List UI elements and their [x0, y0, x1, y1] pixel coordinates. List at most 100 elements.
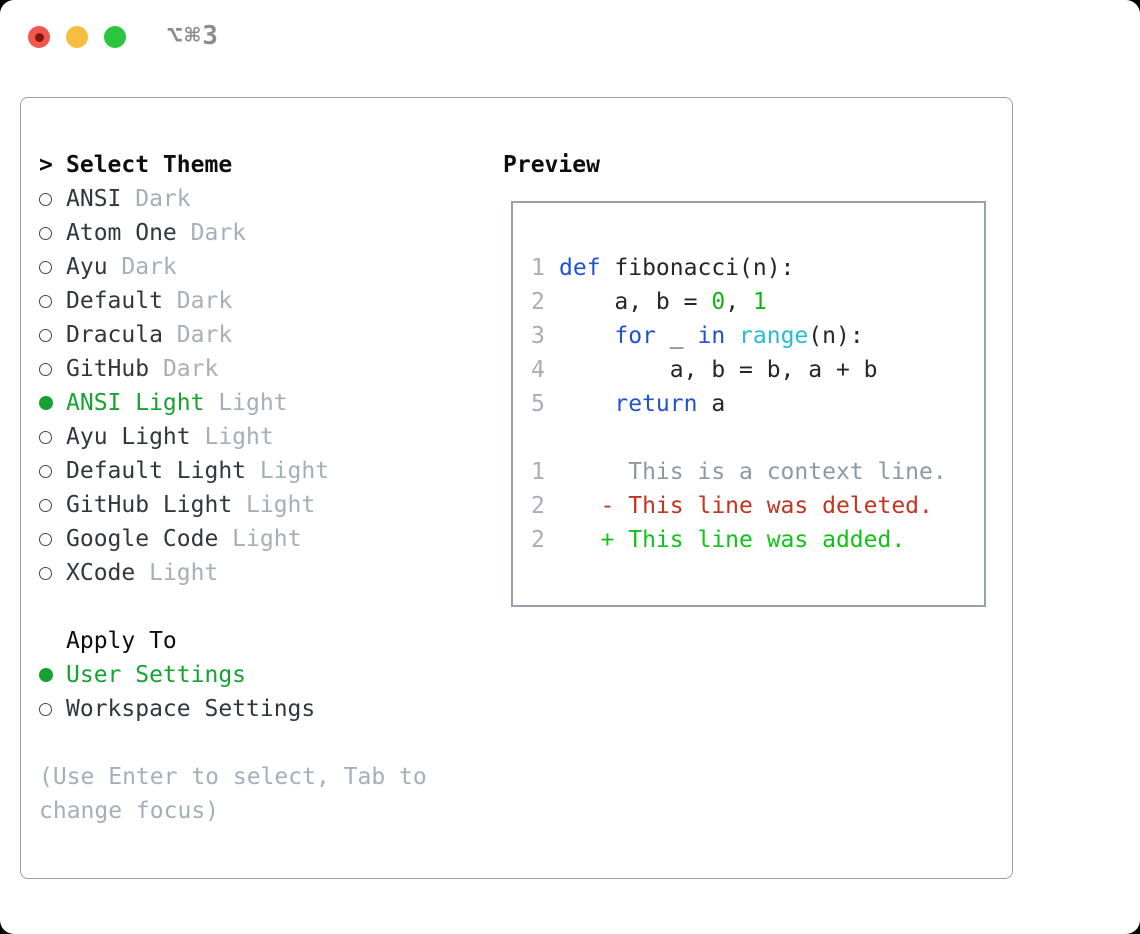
line-number: 5: [531, 391, 545, 417]
radio-selected-icon: [39, 668, 53, 682]
theme-name: Dracula: [66, 322, 163, 348]
code-segment: [559, 391, 614, 417]
diff-line: 2 + This line was added.: [531, 523, 984, 557]
apply-to-header: Apply To: [39, 624, 427, 658]
theme-option-ayu[interactable]: Ayu Dark: [39, 250, 427, 284]
apply-option-label: Workspace Settings: [66, 696, 316, 722]
line-number: 2: [531, 527, 545, 553]
preview-column-header: Preview: [503, 148, 600, 182]
apply-to-title: Apply To: [66, 628, 177, 654]
theme-variant-tag: Light: [218, 526, 302, 552]
line-number: 4: [531, 357, 545, 383]
code-segment: def: [559, 255, 601, 281]
theme-name: GitHub: [66, 356, 150, 382]
code-segment: This is a context line.: [559, 459, 947, 485]
radio-unselected-icon: [39, 702, 52, 716]
preview-title: Preview: [503, 152, 600, 178]
code-segment: 0: [711, 289, 726, 315]
code-line: 3 for _ in range(n):: [531, 319, 984, 353]
line-number: 3: [531, 323, 545, 349]
code-segment: - This line was deleted.: [559, 493, 933, 519]
close-button[interactable]: [28, 26, 50, 48]
radio-marker: [39, 532, 66, 546]
radio-unselected-icon: [39, 294, 52, 308]
apply-option-label: User Settings: [66, 662, 247, 688]
prompt-caret-icon: >: [39, 152, 53, 178]
radio-unselected-icon: [39, 226, 52, 240]
line-number: 1: [531, 459, 545, 485]
theme-option-google-code[interactable]: Google Code Light: [39, 522, 427, 556]
code-line: 4 a, b = b, a + b: [531, 353, 984, 387]
theme-variant-tag: Dark: [162, 288, 233, 314]
select-theme-header: > Select Theme: [39, 148, 427, 182]
theme-variant-tag: Dark: [176, 220, 247, 246]
close-dot-icon: [34, 32, 44, 42]
code-segment: a: [697, 391, 726, 417]
theme-variant-tag: Light: [204, 390, 288, 416]
code-segment: + This line was added.: [559, 527, 906, 553]
theme-variant-tag: Dark: [121, 186, 191, 212]
radio-marker: [39, 294, 66, 308]
theme-option-ansi[interactable]: ANSI Dark: [39, 182, 427, 216]
radio-selected-icon: [39, 396, 53, 410]
radio-marker: [39, 464, 66, 478]
radio-marker: [39, 430, 66, 444]
radio-unselected-icon: [39, 192, 52, 206]
spacer-row: [39, 590, 427, 624]
theme-name: Ayu: [66, 254, 108, 280]
traffic-lights: [28, 26, 126, 48]
apply-option-workspace-settings[interactable]: Workspace Settings: [39, 692, 427, 726]
prompt-marker: >: [39, 152, 66, 178]
code-segment: (n):: [808, 323, 864, 349]
theme-option-ayu-light[interactable]: Ayu Light Light: [39, 420, 427, 454]
radio-unselected-icon: [39, 362, 52, 376]
theme-variant-tag: Dark: [162, 322, 233, 348]
code-segment: _: [655, 323, 698, 349]
theme-option-ansi-light[interactable]: ANSI Light Light: [39, 386, 427, 420]
theme-option-default[interactable]: Default Dark: [39, 284, 427, 318]
theme-variant-tag: Dark: [149, 356, 219, 382]
theme-option-xcode[interactable]: XCode Light: [39, 556, 427, 590]
hint-line: (Use Enter to select, Tab to: [39, 764, 427, 790]
theme-name: Atom One: [66, 220, 177, 246]
zoom-button[interactable]: [104, 26, 126, 48]
radio-marker: [39, 668, 66, 682]
theme-option-default-light[interactable]: Default Light Light: [39, 454, 427, 488]
theme-option-github-light[interactable]: GitHub Light Light: [39, 488, 427, 522]
line-number: 1: [531, 255, 545, 281]
theme-name: GitHub Light: [66, 492, 233, 518]
theme-name: ANSI: [66, 186, 122, 212]
theme-variant-tag: Light: [246, 458, 330, 484]
radio-marker: [39, 566, 66, 580]
minimize-button[interactable]: [66, 26, 88, 48]
theme-variant-tag: Light: [232, 492, 316, 518]
radio-marker: [39, 328, 66, 342]
theme-name: Default Light: [66, 458, 247, 484]
radio-marker: [39, 498, 66, 512]
theme-variant-tag: Light: [135, 560, 219, 586]
radio-unselected-icon: [39, 430, 52, 444]
theme-name: Default: [66, 288, 163, 314]
code-segment: [725, 323, 739, 349]
code-line: 5 return a: [531, 387, 984, 421]
theme-option-github[interactable]: GitHub Dark: [39, 352, 427, 386]
radio-unselected-icon: [39, 566, 52, 580]
theme-name: ANSI Light: [66, 390, 205, 416]
theme-name: XCode: [66, 560, 136, 586]
code-segment: a, b = b, a + b: [559, 357, 878, 383]
diff-line: 2 - This line was deleted.: [531, 489, 984, 523]
radio-unselected-icon: [39, 464, 52, 478]
code-segment: range: [739, 323, 809, 349]
apply-option-user-settings[interactable]: User Settings: [39, 658, 427, 692]
theme-option-atom-one[interactable]: Atom One Dark: [39, 216, 427, 250]
code-segment: return: [614, 391, 698, 417]
line-number: 2: [531, 493, 545, 519]
theme-name: Ayu Light: [66, 424, 191, 450]
theme-option-dracula[interactable]: Dracula Dark: [39, 318, 427, 352]
code-segment: ,: [725, 289, 753, 315]
